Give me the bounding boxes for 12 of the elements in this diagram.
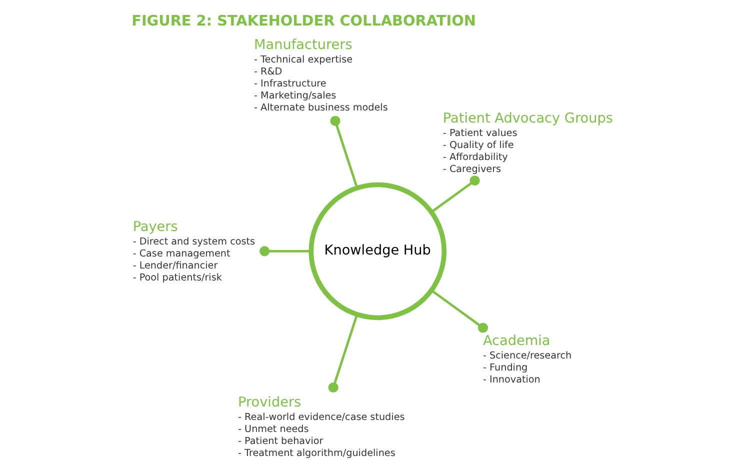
- node-text: Payers - Direct and system costs - Case management - Lender/financier - Pool patients/risk: [132, 218, 255, 284]
- node-circle: Knowledge Hub: [308, 182, 446, 320]
- connector: [430, 289, 488, 333]
- node-text: Providers - Real-world evidence/case studies - Unmet needs - Patient behavior - Treatment algorithm/guidelines: [238, 394, 404, 460]
- node-text: Manufacturers - Technical expertise - R&D - Infrastructure - Marketing/sales - Alternate business models: [254, 36, 388, 114]
- node-text: Academia - Science/research - Funding - Innovation: [482, 333, 572, 386]
- connector: [430, 176, 480, 213]
- connector: [259, 246, 310, 256]
- connector: [330, 116, 358, 188]
- connector: [328, 314, 358, 393]
- node-text: Patient Advocacy Groups - Patient values - Quality of life - Affordability - Caregivers: [442, 110, 612, 175]
- diagram-title: FIGURE 2: STAKEHOLDER COLLABORATION: [131, 13, 476, 30]
